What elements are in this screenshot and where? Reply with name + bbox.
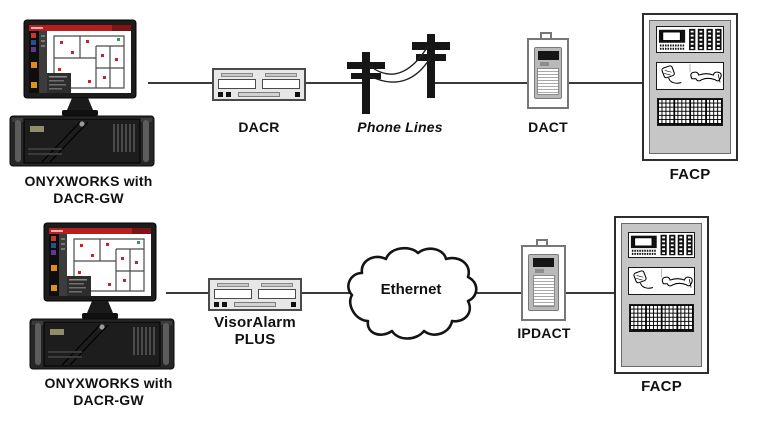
- dact-label: DACT: [528, 119, 568, 135]
- workstation-label-line2: DACR-GW: [73, 392, 144, 408]
- dact-display: [537, 51, 559, 60]
- workstation-label: ONYXWORKS with DACR-GW: [6, 173, 171, 207]
- handset-icon: [661, 276, 693, 288]
- facp-door: [649, 20, 731, 154]
- visoralarm-label-line1: VisorAlarm: [214, 314, 296, 331]
- dact-device: [527, 32, 569, 109]
- facp-phone-module: [656, 62, 724, 90]
- monitor: [23, 19, 137, 99]
- workstation-label-line2: DACR-GW: [53, 190, 124, 206]
- microphone-icon: [661, 65, 682, 84]
- ethernet-cloud: Ethernet: [347, 246, 478, 340]
- workstation-label-line1: ONYXWORKS with: [44, 375, 173, 391]
- phone-poles-illustration: [347, 34, 450, 114]
- facp-keypad: [657, 98, 723, 126]
- receiver-card-slot: [234, 302, 276, 307]
- facp-cabinet: [642, 13, 738, 161]
- facp-phone-module: [628, 267, 695, 295]
- receiver-card-slot: [238, 92, 280, 97]
- monitor: [43, 222, 157, 302]
- pc-case: [29, 318, 175, 370]
- alarm-point-markers: [58, 40, 118, 83]
- phone-wires: [369, 45, 431, 83]
- dacr-device: [212, 68, 306, 101]
- dacr-label: DACR: [238, 119, 280, 135]
- workstation-label-line1: ONYXWORKS with: [24, 173, 153, 189]
- floorplan: [53, 35, 125, 89]
- facp-display-module: [656, 26, 724, 53]
- alarm-point-markers: [78, 243, 138, 286]
- connection-line: [302, 292, 360, 294]
- facp-label: FACP: [669, 166, 711, 183]
- visoralarm-label-line2: PLUS: [234, 331, 276, 348]
- visoralarm-device: [208, 278, 302, 311]
- connection-line: [148, 82, 214, 84]
- connection-line: [430, 82, 530, 84]
- ipdact-device: [521, 239, 566, 321]
- dact-terminal-strip: [537, 68, 559, 95]
- connection-line: [304, 82, 366, 84]
- workstation-illustration: [9, 19, 155, 167]
- ipdact-button: [535, 269, 544, 273]
- floorplan: [73, 238, 145, 292]
- visoralarm-label: VisorAlarm PLUS: [196, 314, 314, 348]
- handset-icon: [690, 71, 722, 83]
- workstation-label: ONYXWORKS with DACR-GW: [26, 375, 191, 409]
- facp-door: [621, 223, 702, 367]
- ipdact-terminal-strip: [532, 275, 555, 307]
- connection-line: [166, 292, 208, 294]
- connection-line: [568, 82, 644, 84]
- facp-display-module: [628, 232, 695, 258]
- facp-label: FACP: [641, 378, 682, 395]
- ipdact-display: [533, 258, 554, 267]
- connection-line: [470, 292, 522, 294]
- phone-lines-label: Phone Lines: [357, 119, 443, 135]
- facp-cabinet: [614, 216, 709, 374]
- ipdact-label: IPDACT: [517, 325, 571, 341]
- connection-line: [565, 292, 615, 294]
- facp-keypad: [629, 304, 694, 332]
- workstation-illustration: [29, 222, 175, 370]
- dact-button: [539, 62, 549, 66]
- microphone-icon: [633, 270, 654, 289]
- ethernet-label: Ethernet: [381, 281, 442, 298]
- pc-case: [9, 115, 155, 167]
